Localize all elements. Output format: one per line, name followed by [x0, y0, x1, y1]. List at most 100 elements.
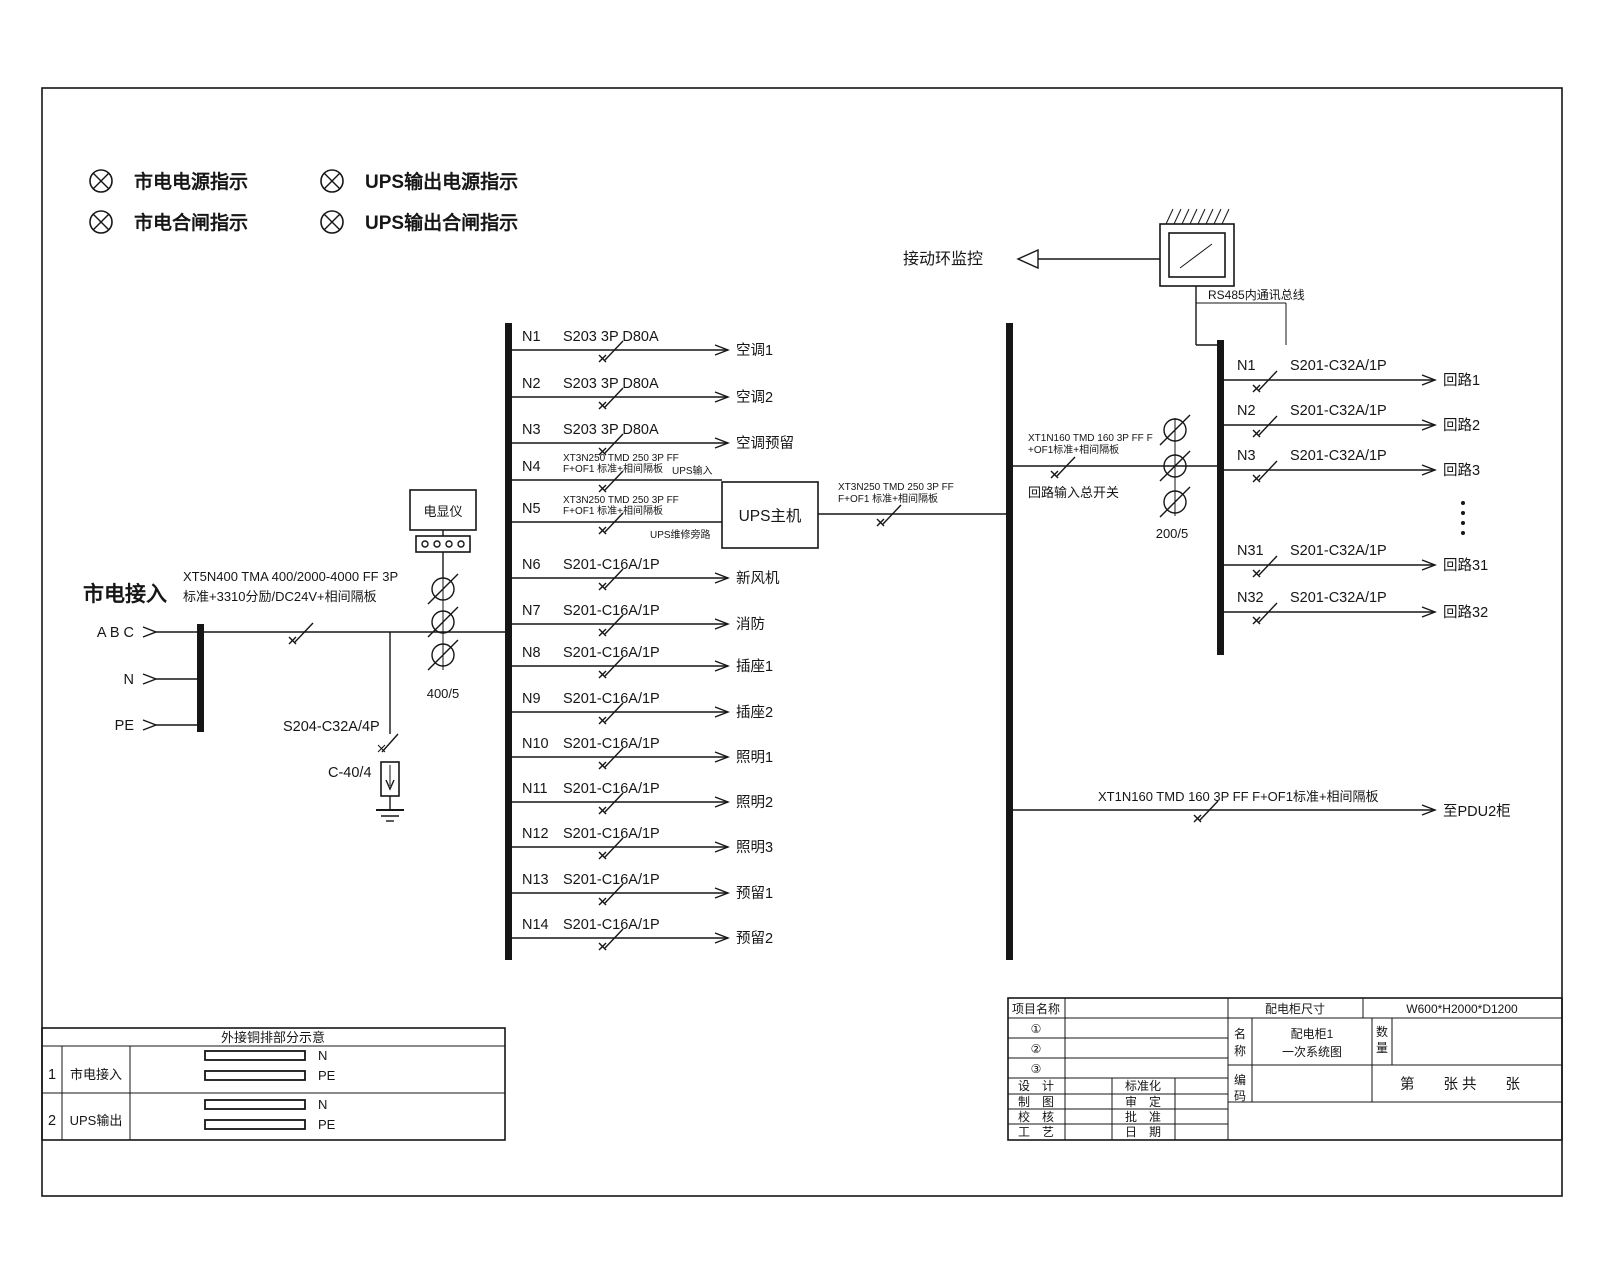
qty-label: 数	[1376, 1024, 1388, 1039]
feeder-breaker-spec: S203 3P D80A	[563, 422, 659, 438]
bus1-feeder-N7: N7 S201-C16A/1P 消防	[512, 603, 765, 637]
feeder-id: N7	[522, 603, 541, 619]
ups-box	[721, 481, 819, 549]
feeder-id: N32	[1237, 590, 1264, 606]
right-main-spec: XT1N160 TMD 160 3P FF F	[1028, 433, 1153, 444]
pdu2-spec: XT1N160 TMD 160 3P FF F+OF1标准+相间隔板	[1098, 789, 1379, 804]
right-ct-ratio-label: 200/5	[1156, 526, 1189, 541]
bar-label: PE	[318, 1117, 336, 1132]
feeder-id: N6	[522, 557, 541, 573]
feeder-id: N12	[522, 826, 549, 842]
lamp-icon	[89, 210, 113, 234]
feeder-load: 预留1	[736, 885, 773, 902]
breaker-icon	[1252, 370, 1278, 393]
ct-icon	[1159, 450, 1191, 482]
copper-bar	[204, 1099, 306, 1110]
feeder-id: N2	[1237, 403, 1256, 419]
feeder-id: N13	[522, 872, 549, 888]
arrow-icon	[142, 719, 157, 731]
incoming-busbar	[197, 624, 204, 732]
ct-icon	[1159, 486, 1191, 518]
monitoring-link: 接动环监控 RS485内通讯总线	[903, 208, 1305, 346]
feeder-breaker-spec: S203 3P D80A	[563, 376, 659, 392]
feeder-id: N5	[522, 501, 541, 517]
feeder-id: N1	[1237, 358, 1256, 374]
incoming-breaker-spec: XT5N400 TMA 400/2000-4000 FF 3P	[183, 569, 398, 584]
feeder-load: 回路2	[1443, 417, 1480, 434]
right-main-section: XT1N160 TMD 160 3P FF F +OF1标准+相间隔板 回路输入…	[1013, 414, 1217, 541]
feeder-tag: UPS输入	[672, 464, 713, 477]
code-label: 码	[1234, 1089, 1246, 1103]
bar-label: N	[318, 1048, 327, 1063]
feeder-breaker-spec: S201-C32A/1P	[1290, 358, 1387, 374]
feeder-load: 照明3	[736, 840, 773, 856]
feeder-id: N9	[522, 691, 541, 707]
left-arrow-icon	[1016, 248, 1039, 270]
feeder-breaker-spec: S201-C16A/1P	[563, 603, 660, 619]
grid-label: 设 计	[1018, 1079, 1054, 1093]
busbar-table-title: 外接铜排部分示意	[221, 1030, 325, 1045]
right-main-switch-label: 回路输入总开关	[1028, 485, 1119, 500]
breaker-icon	[1252, 415, 1278, 438]
ellipsis-dots	[1461, 501, 1465, 535]
name-value: 一次系统图	[1282, 1045, 1342, 1059]
feeder-load: 插座2	[736, 704, 773, 721]
breaker-icon	[1252, 602, 1278, 625]
ups-output-spec2: F+OF1 标准+相间隔板	[838, 492, 938, 505]
feeder-tag: UPS维修旁路	[650, 528, 711, 541]
legend-label: UPS输出合闸指示	[365, 211, 518, 234]
ups-output-spec: XT3N250 TMD 250 3P FF	[838, 482, 954, 493]
rs485-label: RS485内通讯总线	[1208, 288, 1305, 302]
grid-label: 标准化	[1125, 1079, 1161, 1093]
copper-bar	[204, 1119, 306, 1130]
project-row-3: ③	[1031, 1062, 1042, 1076]
feeder-load: 消防	[736, 616, 765, 633]
ground-icon	[376, 809, 404, 822]
feeder-load: 新风机	[736, 570, 780, 587]
feeder-id: N4	[522, 459, 541, 475]
feeder-load: 插座1	[736, 658, 773, 675]
legend-label: UPS输出电源指示	[365, 170, 518, 193]
busbar-table: 外接铜排部分示意 1 市电接入 N PE 2 UPS输出 N PE	[41, 1027, 506, 1141]
spd-branch: S204-C32A/4P C-40/4	[283, 632, 404, 822]
feeder-breaker-spec: S201-C32A/1P	[1290, 590, 1387, 606]
bar-label: N	[318, 1097, 327, 1112]
incoming-breaker-spec2: 标准+3310分励/DC24V+相间隔板	[183, 589, 377, 604]
ct-icon	[1159, 414, 1191, 446]
feeder-breaker-spec: S201-C32A/1P	[1290, 403, 1387, 419]
qty-label: 量	[1376, 1041, 1388, 1055]
grid-label: 日 期	[1125, 1125, 1161, 1139]
lamp-icon	[320, 210, 344, 234]
row-label: 市电接入	[70, 1067, 122, 1082]
feeder-id: N1	[522, 329, 541, 345]
feeder-id: N11	[522, 781, 548, 797]
legend-label: 市电电源指示	[134, 170, 248, 193]
feeder-load: 回路31	[1443, 557, 1488, 574]
lamp-icon	[89, 169, 113, 193]
feeder-id: N14	[522, 917, 549, 933]
feeder-load: 空调预留	[736, 435, 794, 452]
feeder-id: N3	[1237, 448, 1256, 464]
sheet-number: 第 张 共 张	[1400, 1075, 1521, 1093]
feeder-breaker-spec: S201-C16A/1P	[563, 645, 660, 661]
bus2	[1006, 323, 1013, 960]
meter-terminals	[415, 535, 471, 553]
feeder-breaker-spec: XT3N250 TMD 250 3P FF	[563, 495, 679, 506]
feeder-load: 回路32	[1443, 604, 1488, 621]
feeder-breaker-spec: S201-C16A/1P	[563, 917, 660, 933]
feeder-load: 照明2	[736, 795, 773, 811]
phase-pe-label: PE	[115, 718, 135, 734]
right-main-spec2: +OF1标准+相间隔板	[1028, 443, 1119, 456]
pdu2-load: 至PDU2柜	[1443, 803, 1511, 820]
